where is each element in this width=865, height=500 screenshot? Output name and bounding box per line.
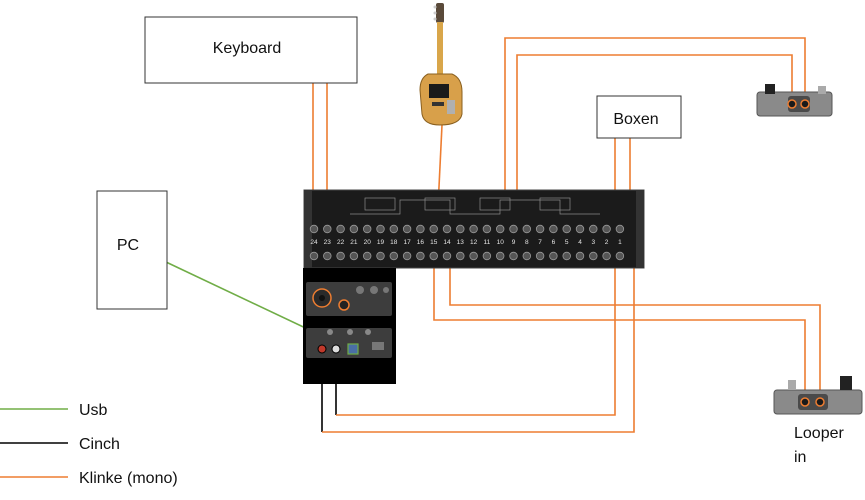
patchbay-jack-bottom[interactable] <box>442 251 452 261</box>
keyboard-box: Keyboard <box>144 16 358 84</box>
patchbay-jack-bottom[interactable] <box>509 251 518 261</box>
pc-box: PC <box>96 190 168 310</box>
patchbay-number: 17 <box>403 239 411 246</box>
patchbay-number: 14 <box>443 239 451 246</box>
patchbay-number: 4 <box>578 239 582 246</box>
patchbay-jack-top[interactable] <box>602 224 611 234</box>
patchbay-jack-top[interactable] <box>376 224 385 234</box>
patchbay-jack-bottom[interactable] <box>416 251 425 261</box>
patchbay-number: 20 <box>364 239 372 246</box>
patchbay-jack-top[interactable] <box>336 224 345 234</box>
patchbay-number: 10 <box>497 239 505 246</box>
patchbay-jack-bottom[interactable] <box>522 251 531 261</box>
patchbay-jack-top[interactable] <box>509 224 518 234</box>
patchbay-jack-bottom[interactable] <box>323 251 332 261</box>
patchbay-jack-top[interactable] <box>429 224 438 234</box>
boxen-label: Boxen <box>613 111 658 128</box>
patchbay-jack-top[interactable] <box>575 224 585 234</box>
patchbay-jack-bottom[interactable] <box>535 251 545 261</box>
patchbay-jack-top[interactable] <box>522 224 531 234</box>
cable-return-1 <box>322 258 635 433</box>
patchbay-jack-bottom[interactable] <box>496 251 505 261</box>
patchbay-jack-bottom[interactable] <box>469 251 478 261</box>
patchbay-number: 8 <box>525 239 529 246</box>
patchbay-number: 2 <box>605 239 609 246</box>
patchbay-jack-top[interactable] <box>416 224 425 234</box>
patchbay-jack-bottom[interactable] <box>389 251 398 261</box>
patchbay-number: 11 <box>484 239 491 246</box>
patchbay-jack-top[interactable] <box>456 224 465 234</box>
patchbay-jack-top[interactable] <box>549 224 558 234</box>
keyboard-label: Keyboard <box>213 40 282 57</box>
patchbay-jack-top[interactable] <box>562 224 571 234</box>
patchbay-number: 21 <box>350 239 358 246</box>
patchbay-number: 12 <box>470 239 478 246</box>
patchbay-jack-bottom[interactable] <box>615 251 625 261</box>
legend-label: Usb <box>79 402 108 419</box>
looper-label-line1: Looper <box>794 425 844 442</box>
patchbay-number: 1 <box>618 239 622 246</box>
patchbay-jack-bottom[interactable] <box>376 251 385 261</box>
patchbay-number: 9 <box>512 239 516 246</box>
patchbay-number: 6 <box>552 239 556 246</box>
looper-pedal-icon <box>773 376 863 415</box>
patchbay-jack-top[interactable] <box>496 224 505 234</box>
patchbay-jack-bottom[interactable] <box>429 251 438 261</box>
patchbay-jack-top[interactable] <box>363 224 372 234</box>
guitar-icon <box>419 3 463 126</box>
patchbay-number: 24 <box>310 239 318 246</box>
patchbay-jack-bottom[interactable] <box>575 251 585 261</box>
patchbay-jack-bottom[interactable] <box>456 251 465 261</box>
patchbay-jack-bottom[interactable] <box>562 251 571 261</box>
patchbay-jack-bottom[interactable] <box>402 251 412 261</box>
effect-pedal-icon <box>756 84 833 117</box>
looper-label-line2: in <box>794 449 806 466</box>
patchbay-jack-top[interactable] <box>349 224 359 234</box>
legend-label: Cinch <box>79 436 120 453</box>
patchbay-jacks <box>309 224 625 261</box>
patchbay-jack-bottom[interactable] <box>363 251 372 261</box>
cable-looper-a <box>433 258 806 400</box>
boxen-box: Boxen <box>596 95 682 139</box>
patchbay-jack-bottom[interactable] <box>602 251 611 261</box>
pc-label: PC <box>117 237 139 254</box>
patchbay-jack-top[interactable] <box>615 224 625 234</box>
cable-looper-b <box>449 258 821 400</box>
patchbay-number: 18 <box>390 239 398 246</box>
patchbay-number: 16 <box>417 239 425 246</box>
cable-effect-send <box>504 37 806 228</box>
patchbay-number: 15 <box>430 239 438 246</box>
patchbay-jack-top[interactable] <box>402 224 412 234</box>
patchbay-jack-top[interactable] <box>309 224 319 234</box>
patchbay-number: 19 <box>377 239 385 246</box>
patchbay-jack-top[interactable] <box>589 224 598 234</box>
patchbay-number: 22 <box>337 239 345 246</box>
patchbay-jack-bottom[interactable] <box>589 251 598 261</box>
cable-return-2 <box>336 258 616 416</box>
legend-label: Klinke (mono) <box>79 470 178 487</box>
patchbay-jack-bottom[interactable] <box>309 251 319 261</box>
patchbay-jack-bottom[interactable] <box>549 251 558 261</box>
patchbay-jack-top[interactable] <box>389 224 398 234</box>
patchbay-number: 13 <box>457 239 465 246</box>
patchbay-number: 3 <box>591 239 595 246</box>
patchbay-jack-top[interactable] <box>323 224 332 234</box>
patchbay-jack-top[interactable] <box>482 224 492 234</box>
patchbay-jack-top[interactable] <box>469 224 478 234</box>
audio-interface-icon <box>303 268 396 384</box>
patchbay-number: 5 <box>565 239 569 246</box>
patchbay-number: 7 <box>538 239 542 246</box>
patchbay-jack-bottom[interactable] <box>349 251 359 261</box>
patchbay-jack-top[interactable] <box>535 224 545 234</box>
patchbay-number: 23 <box>324 239 332 246</box>
cable-effect-return <box>516 54 793 228</box>
patchbay-jack-bottom[interactable] <box>336 251 345 261</box>
patchbay-jack-top[interactable] <box>442 224 452 234</box>
patchbay-jack-bottom[interactable] <box>482 251 492 261</box>
